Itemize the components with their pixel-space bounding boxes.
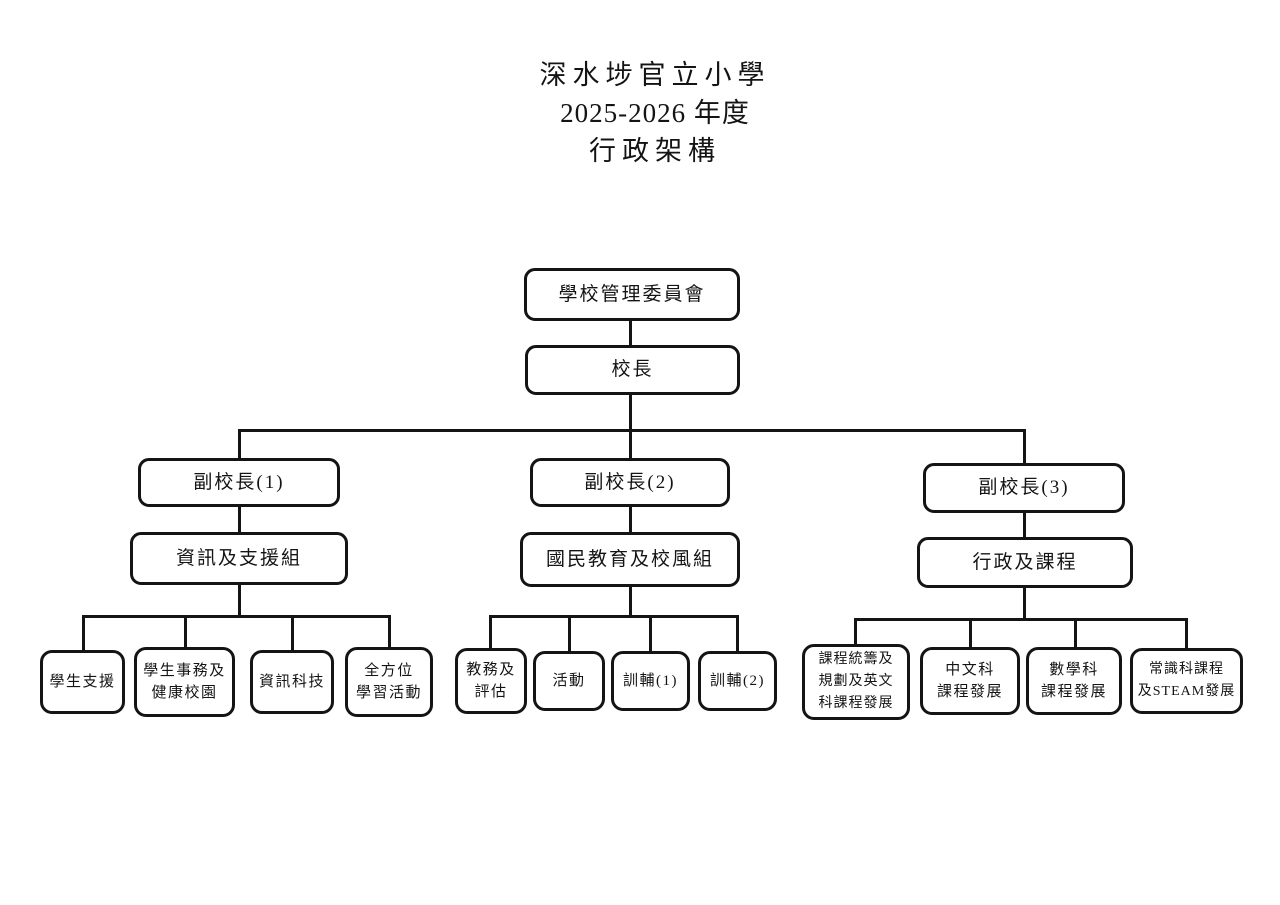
connector-line (291, 615, 294, 652)
node-vice-principal-2: 副校長(2) (530, 458, 730, 507)
school-name: 深水埗官立小學 (539, 60, 771, 90)
connector-line (238, 429, 1026, 432)
chart-title: 行政架構 (589, 136, 721, 166)
connector-line (184, 615, 187, 649)
connector-line (629, 321, 632, 347)
connector-line (1074, 618, 1077, 649)
connector-line (854, 618, 857, 646)
school-year: 2025-2026 年度 (560, 98, 750, 128)
node-leaf-general-studies-steam: 常識科課程 及STEAM發展 (1130, 648, 1243, 714)
connector-line (629, 429, 632, 460)
connector-line (1023, 511, 1026, 539)
node-leaf-curriculum-coordination-english: 課程統籌及 規劃及英文 科課程發展 (802, 644, 910, 720)
node-leaf-student-affairs-healthy-campus: 學生事務及 健康校園 (134, 647, 235, 717)
connector-line (238, 429, 241, 460)
connector-line (489, 615, 738, 618)
connector-line (629, 393, 632, 432)
connector-line (1023, 586, 1026, 620)
connector-line (649, 615, 652, 653)
connector-line (238, 583, 241, 617)
node-leaf-activities: 活動 (533, 651, 605, 711)
connector-line (568, 615, 571, 653)
node-leaf-chinese-curriculum: 中文科 課程發展 (920, 647, 1020, 715)
node-group-information-support: 資訊及支援組 (130, 532, 348, 585)
connector-line (489, 615, 492, 650)
node-leaf-discipline-counselling-2: 訓輔(2) (698, 651, 777, 711)
connector-line (82, 615, 391, 618)
node-leaf-maths-curriculum: 數學科 課程發展 (1026, 647, 1122, 715)
connector-line (82, 615, 85, 652)
node-group-administration-curriculum: 行政及課程 (917, 537, 1133, 588)
node-school-management-committee: 學校管理委員會 (524, 268, 740, 321)
connector-line (629, 585, 632, 617)
node-leaf-student-support: 學生支援 (40, 650, 125, 714)
node-group-national-education-ethos: 國民教育及校風組 (520, 532, 740, 587)
connector-line (736, 615, 739, 653)
connector-line (629, 505, 632, 534)
connector-line (854, 618, 1188, 621)
connector-line (969, 618, 972, 649)
connector-line (1023, 429, 1026, 465)
node-principal: 校長 (525, 345, 740, 395)
connector-line (388, 615, 391, 649)
node-vice-principal-3: 副校長(3) (923, 463, 1125, 513)
node-leaf-discipline-counselling-1: 訓輔(1) (611, 651, 690, 711)
node-vice-principal-1: 副校長(1) (138, 458, 340, 507)
node-leaf-life-wide-learning: 全方位 學習活動 (345, 647, 433, 717)
connector-line (238, 505, 241, 534)
connector-line (1185, 618, 1188, 650)
node-leaf-academic-affairs-assessment: 教務及 評估 (455, 648, 527, 714)
node-leaf-information-technology: 資訊科技 (250, 650, 334, 714)
page-title: 深水埗官立小學 2025-2026 年度 行政架構 (430, 56, 880, 170)
